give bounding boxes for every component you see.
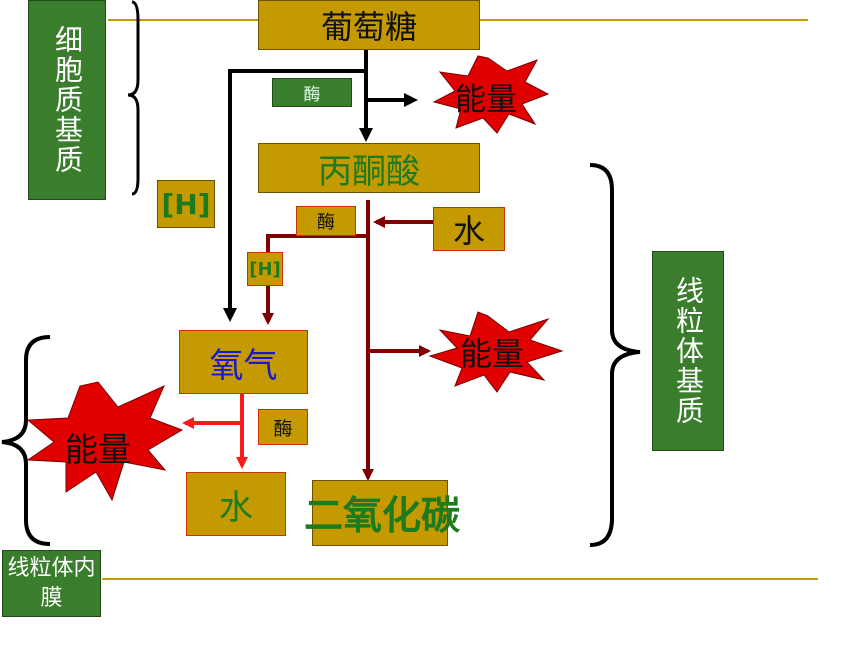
h-box-1: [H] [157,180,215,228]
mito-matrix-label: 线粒体基质 [672,276,705,426]
energy-label-1: 能量 [455,81,517,118]
enzyme-box-3: 酶 [258,409,308,445]
water-input-box: 水 [433,207,505,251]
mito-inner-panel: 线粒体内膜 [2,550,101,617]
cytoplasm-bracket [127,0,140,196]
enzyme-box-1: 酶 [272,78,352,107]
enzyme-label-1: 酶 [303,85,321,105]
mito-inner-label: 线粒体内膜 [7,555,96,611]
glucose-label: 葡萄糖 [320,8,417,46]
h-box-2: [H] [247,252,283,286]
pyruvate-label: 丙酮酸 [318,151,420,192]
water-input-label: 水 [452,212,485,250]
energy-burst-2 [428,311,564,393]
enzyme-label-3: 酶 [273,417,293,440]
water-output-label: 水 [219,487,253,528]
h-label-2: [H] [249,258,281,280]
co2-label: 二氧化碳 [303,494,460,539]
co2-box [312,480,448,546]
cytoplasm-matrix-panel: 细胞质基质 [28,0,106,200]
energy-label-2: 能量 [459,335,524,373]
mito-matrix-bracket [589,163,641,547]
h-label-1: [H] [161,187,211,221]
energy-burst-1 [432,55,550,134]
cytoplasm-matrix-label: 细胞质基质 [51,25,84,175]
water-output-box: 水 [186,472,286,536]
pyruvate-box: 丙酮酸 [258,143,480,193]
enzyme-box-2: 酶 [296,206,356,236]
mito-inner-bracket [1,335,51,546]
energy-label-3: 能量 [65,430,131,469]
oxygen-label: 氧气 [209,345,278,386]
enzyme-label-2: 酶 [317,212,335,233]
energy-burst-3 [26,381,184,502]
mito-matrix-panel: 线粒体基质 [652,251,724,451]
oxygen-box: 氧气 [179,330,308,394]
glucose-box: 葡萄糖 [258,0,480,50]
